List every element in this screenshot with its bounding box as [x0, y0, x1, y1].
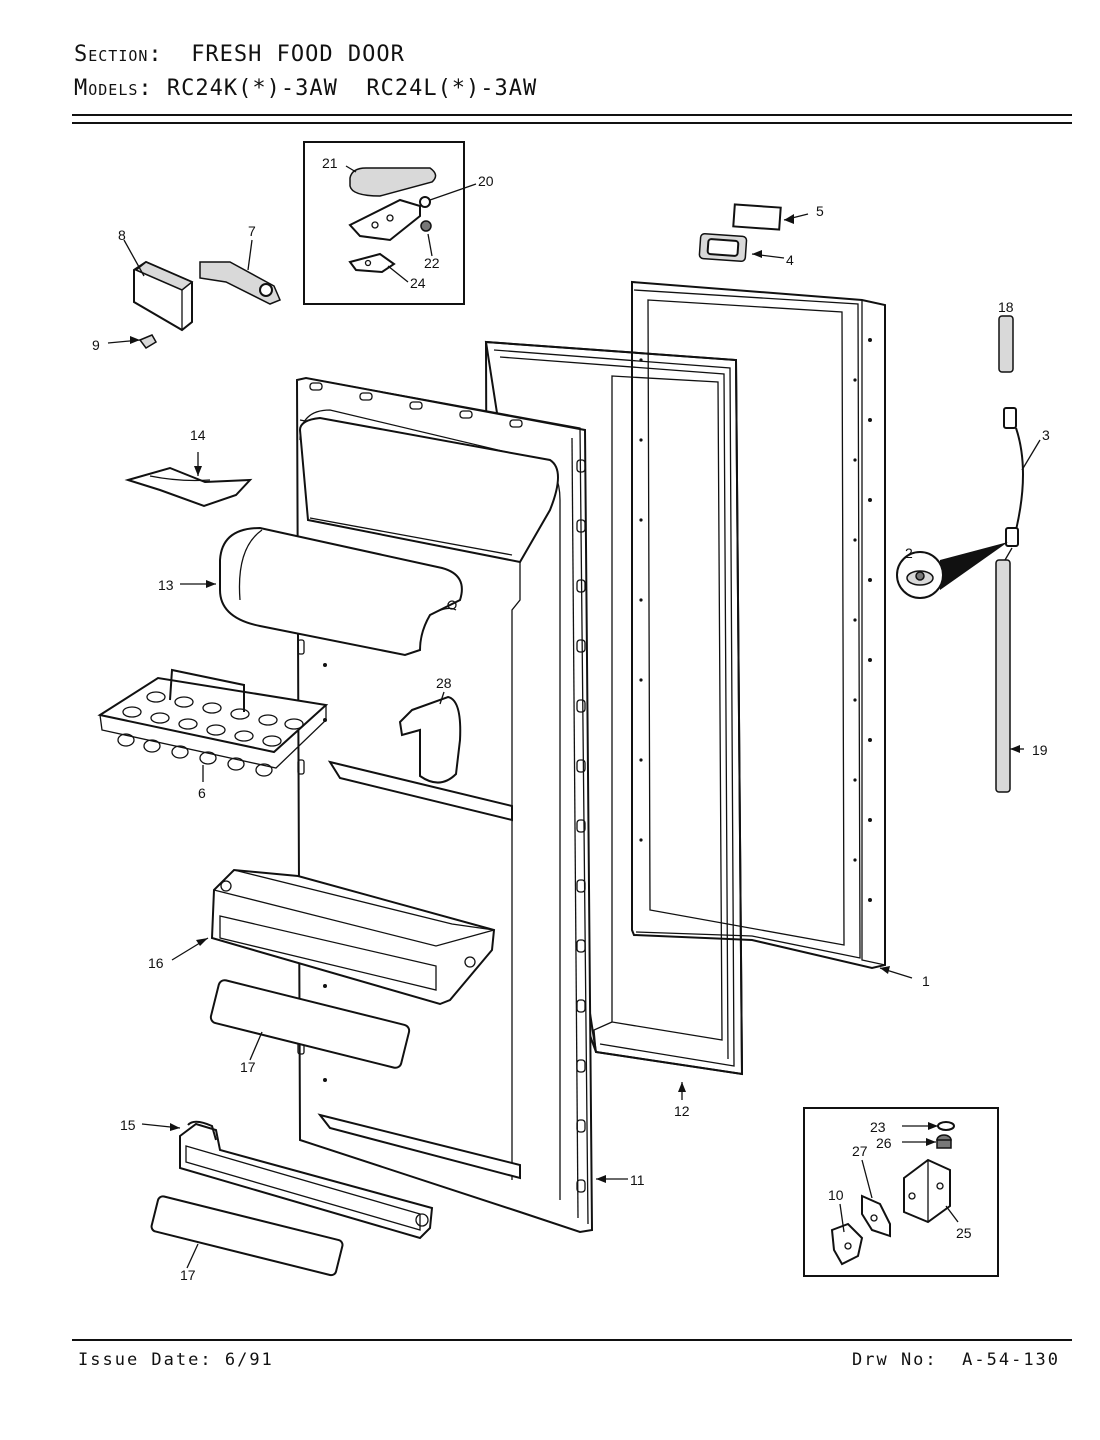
- lower-hinge-plate: [830, 1222, 864, 1266]
- models-list: RC24K(*)-3AW RC24L(*)-3AW: [166, 76, 538, 101]
- callout-6: 6: [198, 785, 206, 801]
- upper-hinge-plate: [348, 198, 421, 242]
- large-door-bin: [210, 868, 496, 1006]
- callout-23: 23: [870, 1119, 886, 1135]
- models-label: Models:: [74, 76, 153, 101]
- callout-21: 21: [322, 155, 338, 171]
- callout-13: 13: [158, 577, 174, 593]
- issue-date-label: Issue Date:: [78, 1350, 213, 1370]
- callout-5: 5: [816, 203, 824, 219]
- drawing-number-label: Drw No:: [852, 1350, 938, 1370]
- outer-door-panel: [631, 280, 886, 970]
- issue-date-value: 6/91: [224, 1350, 274, 1370]
- hinge-pin: [419, 196, 431, 208]
- callout-7: 7: [248, 223, 256, 239]
- section-title: FRESH FOOD DOOR: [191, 42, 405, 67]
- hinge-cap: [349, 167, 437, 197]
- hinge-cover: [133, 260, 194, 332]
- models-line: Models: RC24K(*)-3AW RC24L(*)-3AW: [74, 76, 537, 101]
- drawing-number: Drw No: A-54-130: [852, 1350, 1060, 1370]
- dairy-compartment-cover: [219, 526, 463, 657]
- callout-10: 10: [828, 1187, 844, 1203]
- bushing: [936, 1134, 952, 1149]
- small-door-bin: [179, 1120, 434, 1240]
- callout-11: 11: [630, 1172, 645, 1188]
- nameplate-frame: [698, 232, 748, 263]
- nameplate: [732, 203, 782, 231]
- handle-screw-detail: [896, 542, 1008, 599]
- washer: [420, 220, 432, 232]
- section-label: Section:: [74, 42, 163, 67]
- issue-date: Issue Date: 6/91: [78, 1350, 274, 1370]
- washer-top: [937, 1121, 955, 1131]
- drawing-number-value: A-54-130: [962, 1350, 1061, 1370]
- callout-8: 8: [118, 227, 126, 243]
- door-handle: [1003, 407, 1024, 547]
- callout-12: 12: [674, 1103, 690, 1119]
- leader-arrowheads: [130, 214, 1020, 1183]
- callout-22: 22: [424, 255, 440, 271]
- callout-27: 27: [852, 1143, 868, 1159]
- tray-cover-part: [124, 466, 253, 508]
- hinge-inset-box: [303, 141, 465, 305]
- callout-2: 2: [905, 545, 913, 561]
- small-bracket: [398, 695, 462, 784]
- callout-1: 1: [922, 973, 930, 989]
- callout-14: 14: [190, 427, 206, 443]
- callout-15: 15: [120, 1117, 136, 1133]
- callout-26: 26: [876, 1135, 892, 1151]
- lower-hinge-bracket: [903, 1158, 951, 1224]
- callout-16: 16: [148, 955, 164, 971]
- shim-lower: [861, 1194, 891, 1238]
- hinge-pin-bracket: [199, 261, 281, 305]
- handle-trim: [995, 559, 1011, 793]
- callout-9: 9: [92, 337, 100, 353]
- egg-tray: [97, 668, 329, 777]
- shim-plate: [348, 252, 396, 274]
- callout-20: 20: [478, 173, 494, 189]
- callout-19: 19: [1032, 742, 1048, 758]
- callout-17-upper: 17: [240, 1059, 256, 1075]
- bin-trim-strip-upper: [209, 979, 411, 1069]
- callout-17-lower: 17: [180, 1267, 196, 1283]
- screw: [138, 334, 158, 349]
- section-line: Section: FRESH FOOD DOOR: [74, 42, 405, 67]
- callout-18: 18: [998, 299, 1014, 315]
- callout-28: 28: [436, 675, 452, 691]
- lower-hinge-inset-box: [803, 1107, 999, 1277]
- callout-25: 25: [956, 1225, 972, 1241]
- callout-4: 4: [786, 252, 794, 268]
- callout-24: 24: [410, 275, 426, 291]
- bin-trim-strip-lower: [150, 1195, 344, 1277]
- callout-3: 3: [1042, 427, 1050, 443]
- handle-cap: [998, 315, 1014, 373]
- inner-door-liner: [295, 376, 594, 1234]
